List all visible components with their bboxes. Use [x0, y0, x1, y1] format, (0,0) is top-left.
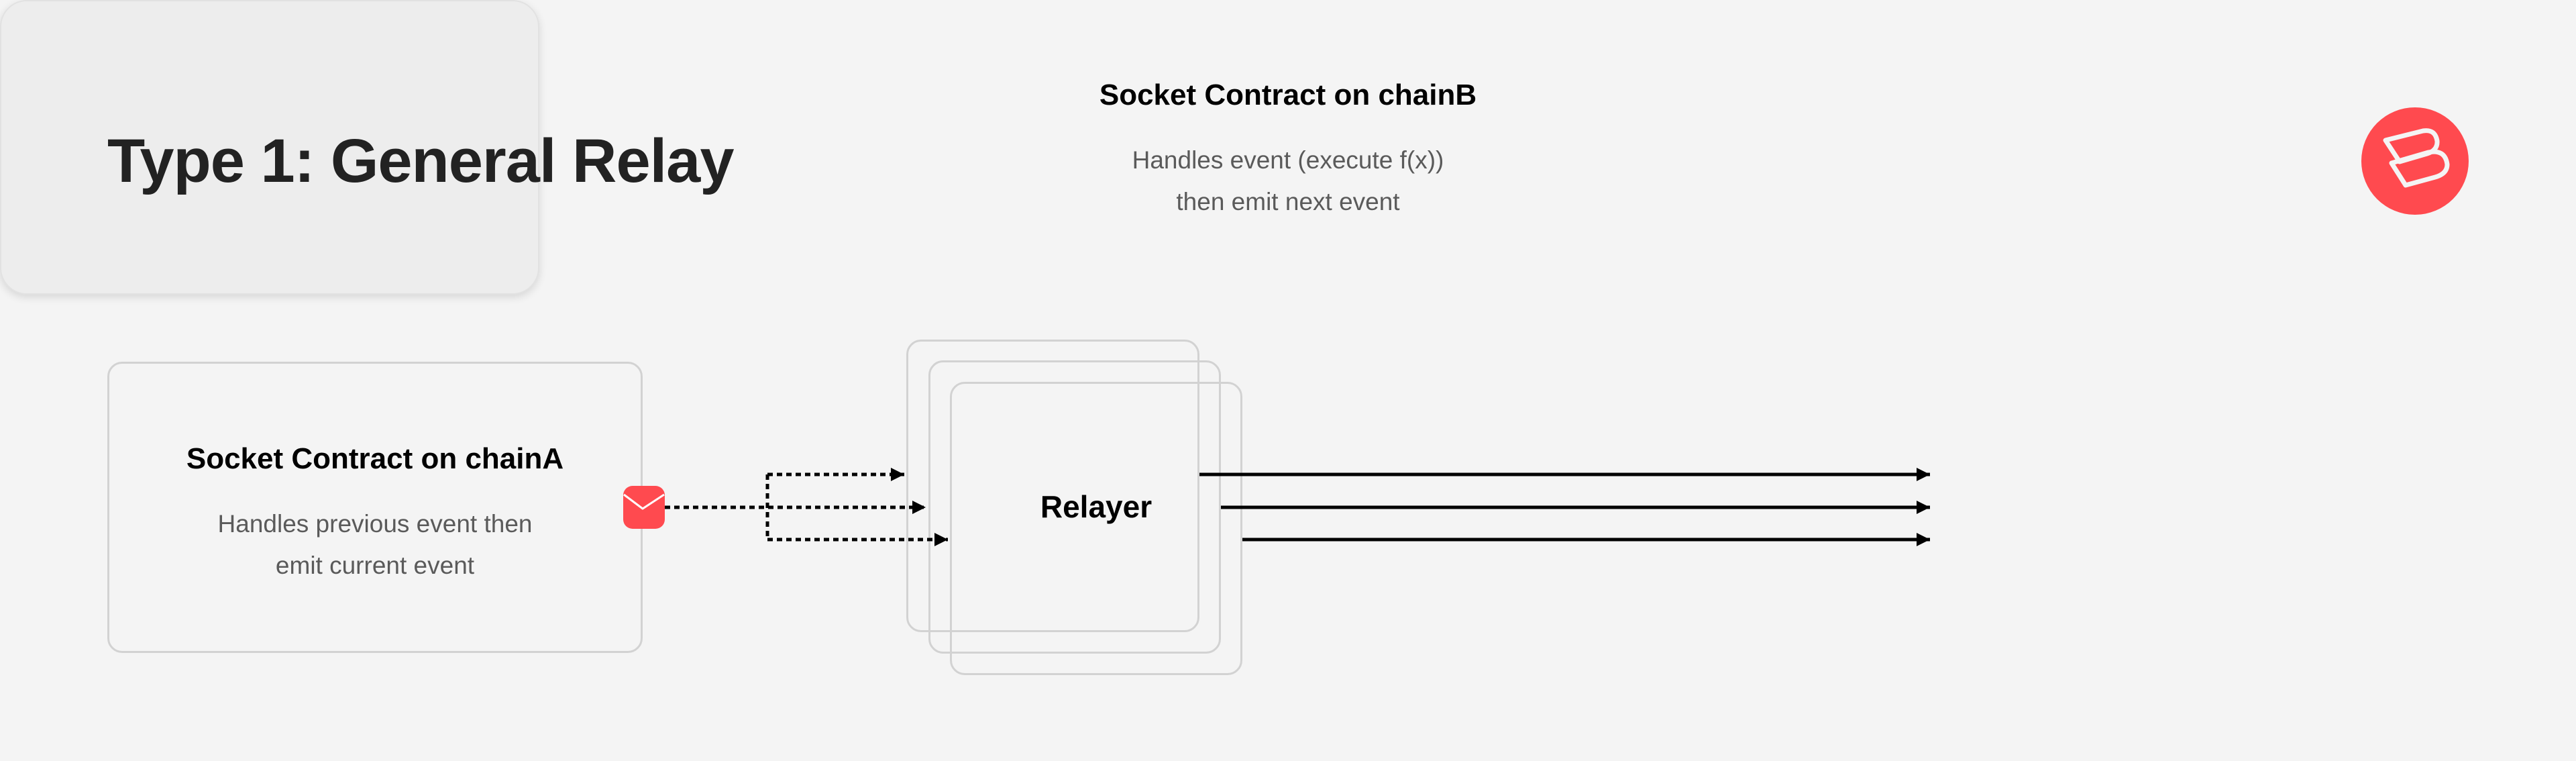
target-contract-description-line-1: Handles event (execute f(x)) [1132, 146, 1444, 174]
relayer-box-back [906, 340, 1199, 632]
relayer-box-middle [928, 360, 1221, 654]
brand-logo-icon [2361, 107, 2469, 215]
source-contract-description-line-1: Handles previous event then [217, 510, 533, 538]
target-contract-description-line-2: then emit next event [1176, 188, 1400, 215]
envelope-icon [623, 486, 665, 529]
target-contract-box: Socket Contract on chainB Handles event … [0, 0, 1477, 295]
dotted-dispatch-arrows [665, 468, 948, 546]
solid-delivery-arrows [1199, 468, 1930, 546]
relayer-box-front [950, 382, 1242, 675]
source-contract-description-line-2: emit current event [275, 552, 475, 579]
page-title: Type 1: General Relay [107, 127, 734, 195]
source-contract-title: Socket Contract on chainA [186, 442, 564, 475]
source-contract-box: Socket Contract on chainA Handles previo… [107, 362, 643, 653]
relayer-label: Relayer [1040, 489, 1152, 524]
target-contract-title: Socket Contract on chainB [1099, 79, 1477, 111]
